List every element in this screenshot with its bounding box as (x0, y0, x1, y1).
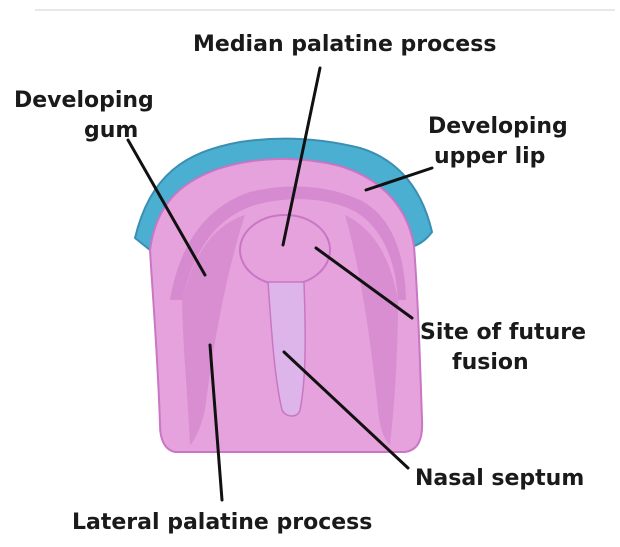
label-median-palatine: Median palatine process (193, 30, 496, 60)
label-upper-lip-line2: upper lip (428, 142, 568, 172)
label-future-fusion-line2: fusion (420, 348, 586, 378)
label-developing-gum-line2: gum (14, 116, 154, 146)
label-lateral-palatine: Lateral palatine process (72, 508, 372, 538)
label-developing-gum: Developing gum (14, 86, 154, 146)
label-future-fusion-line1: Site of future (420, 318, 586, 348)
label-developing-upper-lip: Developing upper lip (428, 112, 568, 172)
label-developing-gum-line1: Developing (14, 86, 154, 116)
label-upper-lip-line1: Developing (428, 112, 568, 142)
label-site-of-future-fusion: Site of future fusion (420, 318, 586, 378)
label-nasal-septum: Nasal septum (415, 464, 584, 494)
